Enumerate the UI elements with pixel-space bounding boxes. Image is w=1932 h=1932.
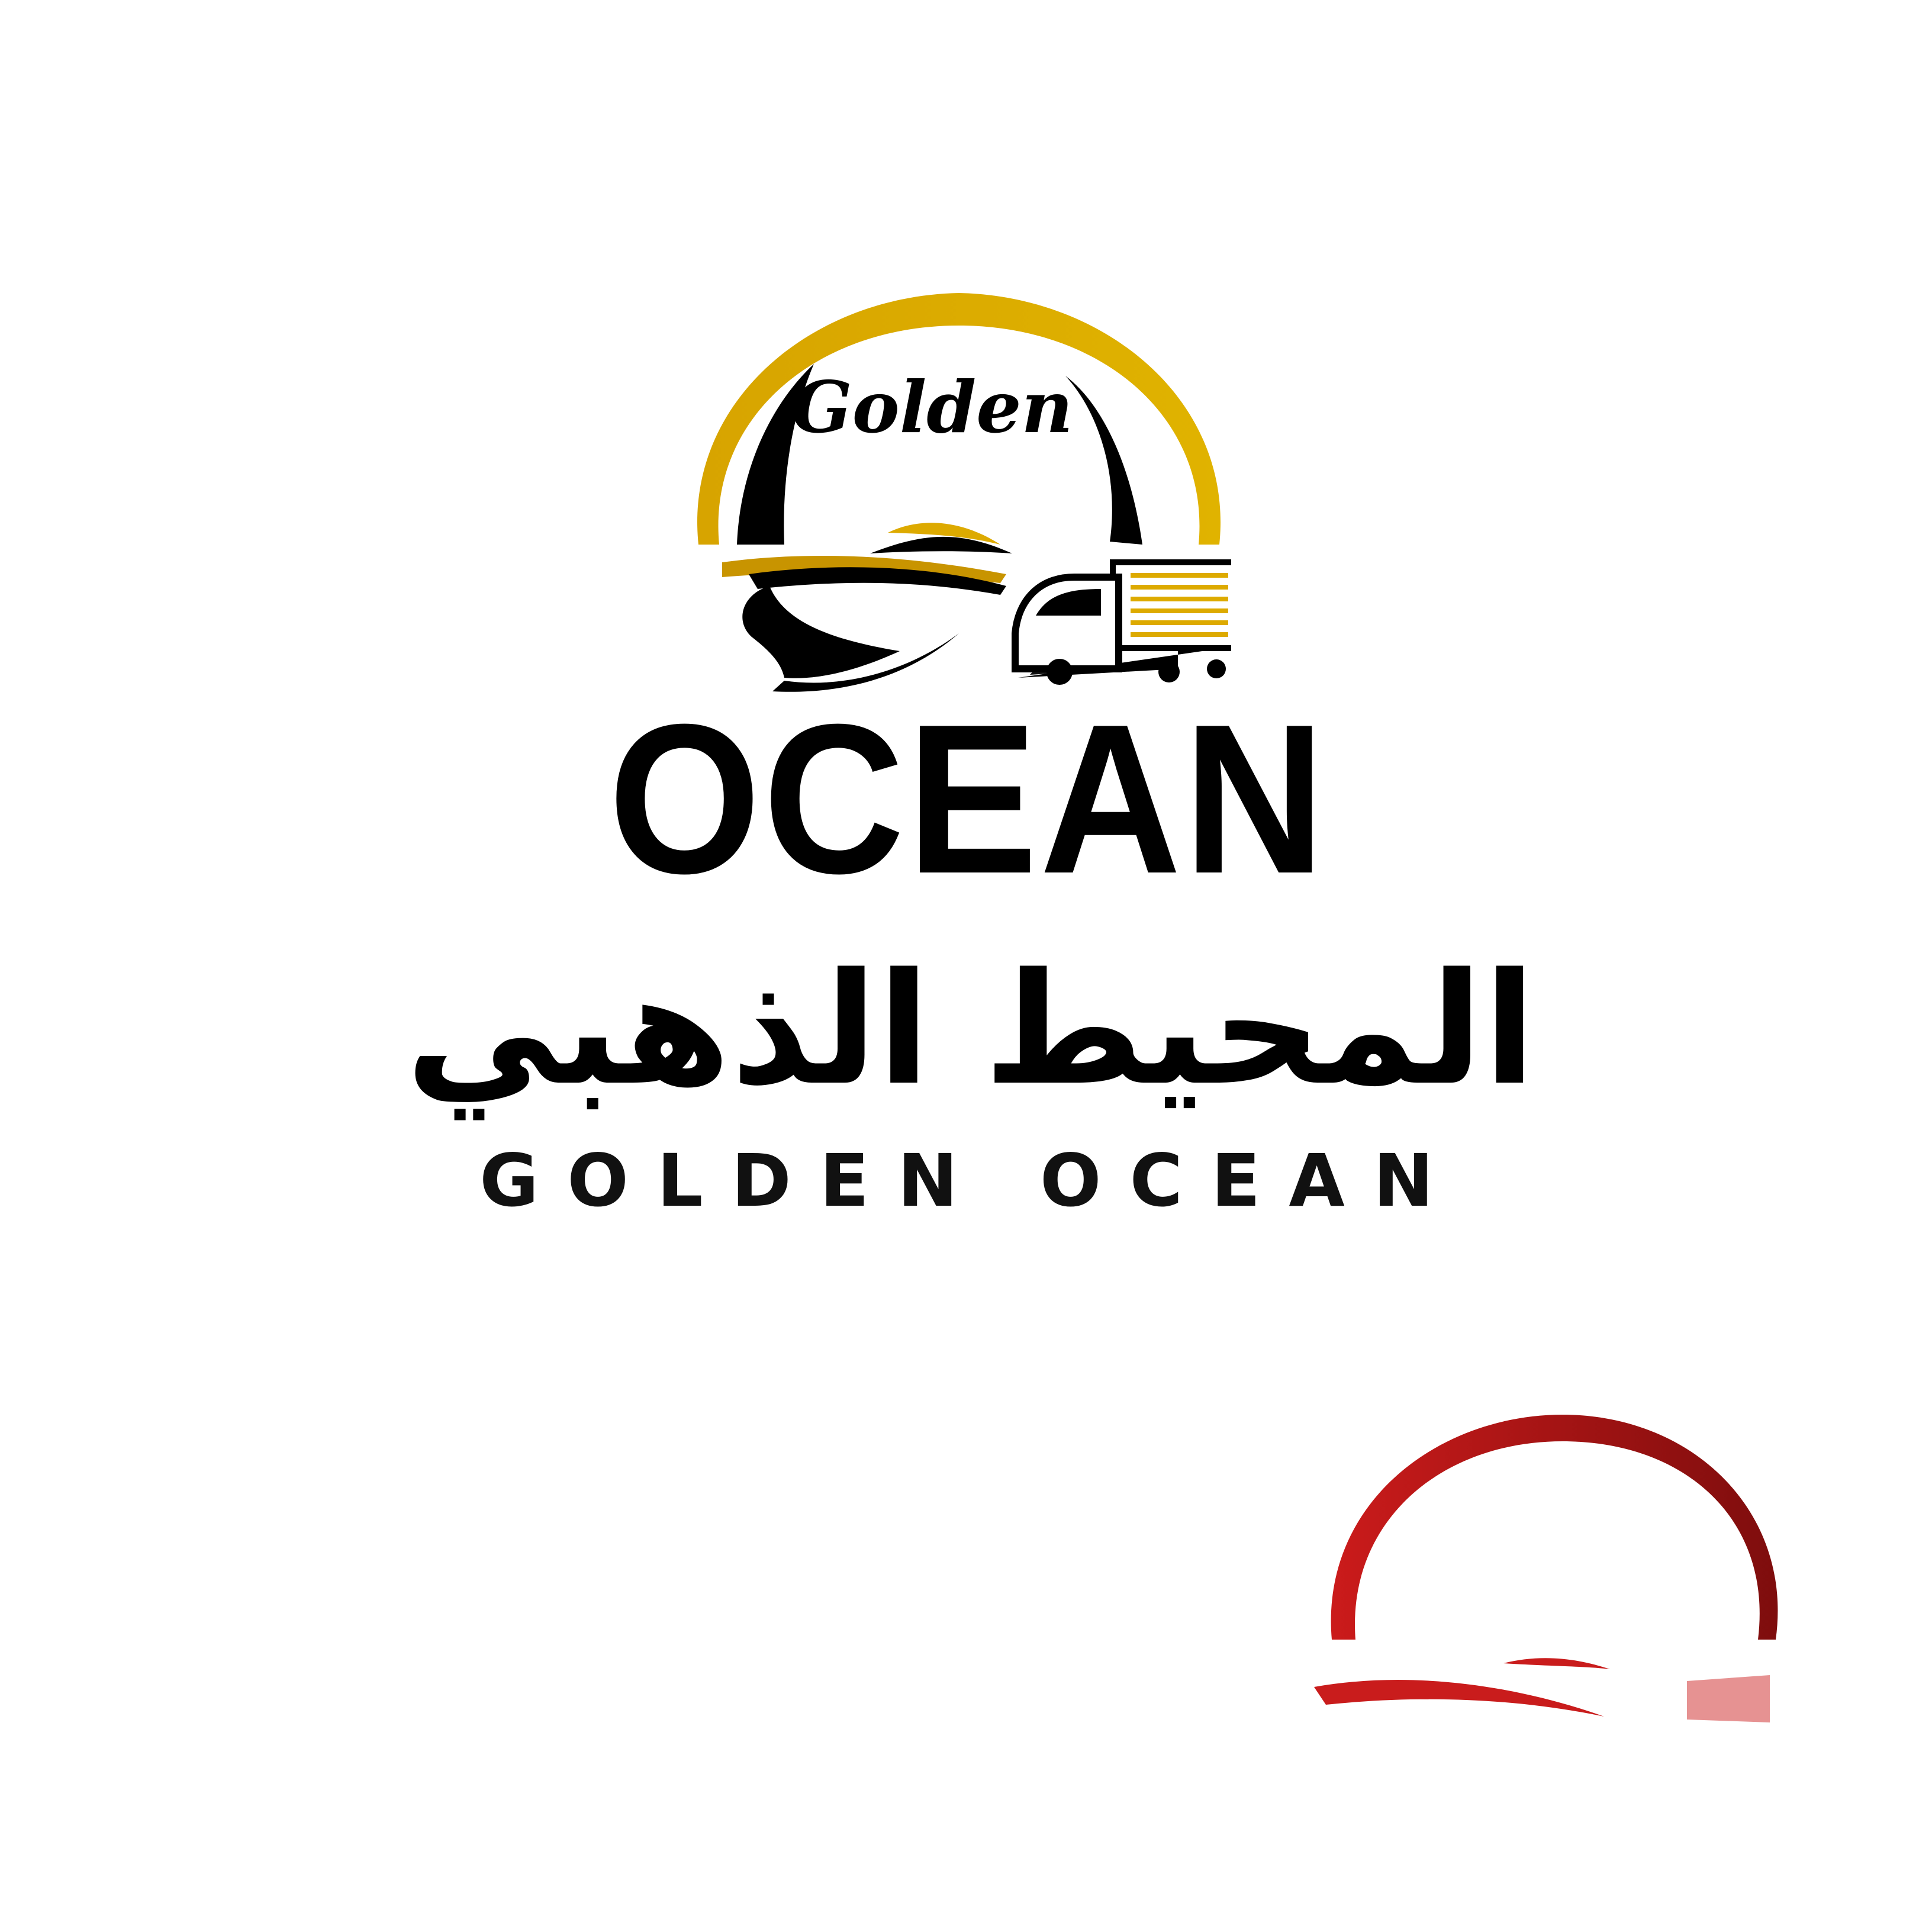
red-arc-icon [1314,1415,1778,1722]
arabic-name-wrap: المحيط الذهبي [405,923,1536,1136]
arabic-name: المحيط الذهبي [405,941,1536,1119]
ship-icon [722,523,1012,692]
tagline: GOLDEN OCEAN [479,1139,1462,1223]
right-swoosh-icon [1065,376,1142,545]
ocean-headline: OCEAN [608,680,1328,918]
golden-ocean-emblem: Golden [697,293,1231,692]
truck-icon [1012,559,1231,685]
left-swoosh-icon [737,364,814,545]
script-golden: Golden [791,366,1073,449]
